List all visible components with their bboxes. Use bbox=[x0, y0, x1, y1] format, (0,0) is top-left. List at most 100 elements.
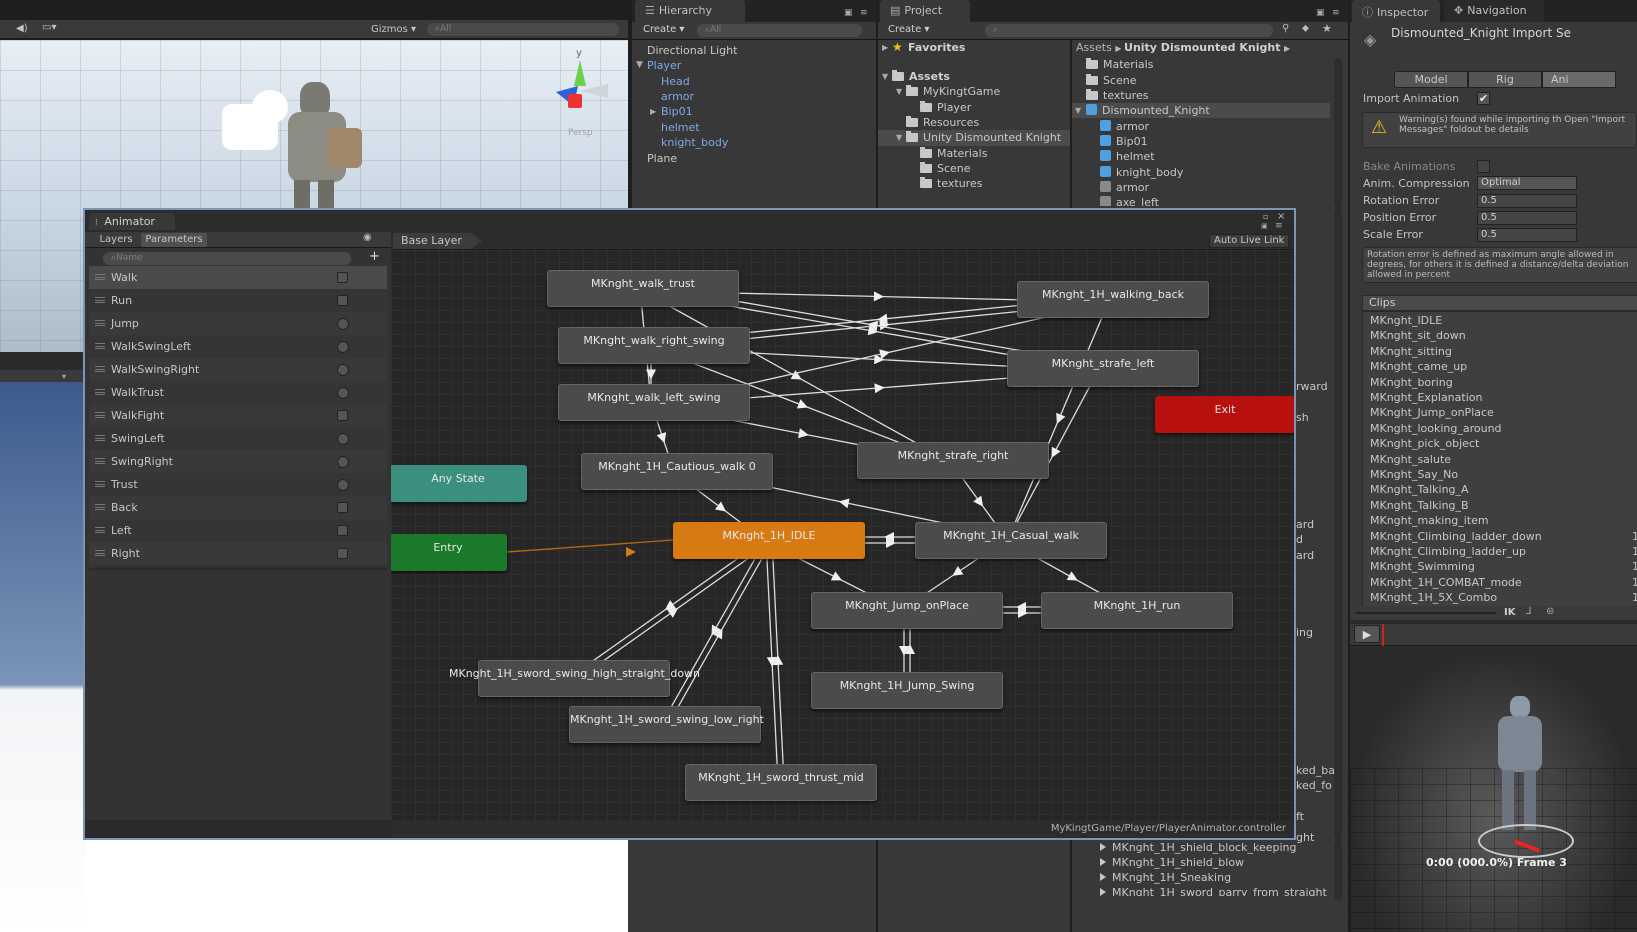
bool-toggle[interactable] bbox=[337, 341, 349, 353]
add-parameter-button[interactable]: + bbox=[369, 249, 380, 264]
file-axe-left[interactable]: axe_left bbox=[1100, 196, 1159, 206]
state-node-casual-walk[interactable]: MKnght_1H_Casual_walk bbox=[915, 522, 1107, 559]
animator-lock-icon[interactable]: ▣ bbox=[1261, 222, 1268, 230]
state-node-walk-trust[interactable]: MKnght_walk_trust bbox=[547, 270, 739, 307]
file-helmet[interactable]: helmet bbox=[1100, 150, 1155, 163]
auto-live-link-button[interactable]: Auto Live Link bbox=[1209, 234, 1290, 248]
clip-row[interactable]: MKnght_pick_object bbox=[1370, 437, 1479, 450]
trigger-toggle[interactable] bbox=[337, 525, 348, 536]
hierarchy-item-head[interactable]: Head bbox=[661, 75, 690, 88]
state-node-run[interactable]: MKnght_1H_run bbox=[1041, 592, 1233, 629]
bool-toggle[interactable] bbox=[337, 456, 349, 468]
timeline-scrub[interactable] bbox=[1356, 612, 1496, 614]
clip-row[interactable]: MKnght_sitting bbox=[1370, 345, 1452, 358]
assets-root[interactable]: Assets bbox=[892, 70, 950, 83]
parameter-row[interactable]: SwingRight bbox=[89, 450, 387, 473]
clip-row[interactable]: MKnght_looking_around bbox=[1370, 422, 1502, 435]
favorites-arrow-icon[interactable]: ▶ bbox=[882, 43, 889, 52]
parameter-search-input[interactable]: ⌕Name bbox=[103, 252, 351, 265]
default-transition-line[interactable] bbox=[506, 539, 674, 553]
clip-row[interactable]: MKnght_salute bbox=[1370, 453, 1451, 466]
clip-row[interactable]: MKnght_Explanation bbox=[1370, 391, 1482, 404]
drag-handle-icon[interactable] bbox=[95, 366, 105, 372]
clip-item[interactable]: MKnght_1H_shield_blow bbox=[1100, 856, 1244, 869]
tab-animations[interactable]: Ani bbox=[1542, 71, 1616, 88]
audio-toggle-icon[interactable]: ◀) bbox=[16, 23, 28, 34]
trigger-toggle[interactable] bbox=[337, 502, 348, 513]
parameter-row[interactable]: WalkFight bbox=[89, 404, 387, 427]
project-scrollbar-bottom[interactable] bbox=[1334, 840, 1342, 900]
bool-toggle[interactable] bbox=[337, 318, 349, 330]
clip-row[interactable]: MKnght_making_item bbox=[1370, 514, 1489, 527]
tab-parameters[interactable]: Parameters bbox=[141, 233, 207, 247]
preview-viewport[interactable]: 0:00 (000.0%) Frame 3 bbox=[1350, 648, 1637, 932]
expand-arrow-icon[interactable]: ▼ bbox=[636, 60, 643, 70]
file-textures[interactable]: textures bbox=[1086, 89, 1148, 102]
state-node-walk-left-swing[interactable]: MKnght_walk_left_swing bbox=[558, 384, 750, 421]
trigger-toggle[interactable] bbox=[337, 410, 348, 421]
tab-hierarchy[interactable]: ☰Hierarchy bbox=[635, 0, 745, 22]
close-icon[interactable]: × bbox=[1277, 211, 1286, 222]
parameter-row[interactable]: WalkSwingLeft bbox=[89, 335, 387, 358]
project-create-button[interactable]: Create ▾ bbox=[888, 24, 930, 35]
tree-item-mykingtgame[interactable]: MyKingtGame bbox=[906, 85, 1000, 98]
hierarchy-item-helmet[interactable]: helmet bbox=[661, 121, 700, 134]
drag-handle-icon[interactable] bbox=[95, 504, 105, 510]
favorites-label[interactable]: Favorites bbox=[908, 41, 966, 54]
state-node-sword-low[interactable]: MKnght_1H_sword_swing_low_right bbox=[569, 706, 764, 743]
state-node-cautious-walk[interactable]: MKnght_1H_Cautious_walk 0 bbox=[581, 453, 773, 490]
file-armor[interactable]: armor bbox=[1100, 120, 1149, 133]
scene-search-input[interactable]: ⌕All bbox=[427, 23, 619, 36]
tree-item-materials[interactable]: Materials bbox=[920, 147, 987, 160]
clip-row[interactable]: MKnght_boring bbox=[1370, 376, 1453, 389]
tree-arrow-icon[interactable]: ▼ bbox=[896, 87, 903, 96]
camera-gizmo-icon[interactable] bbox=[222, 90, 294, 152]
clip-row[interactable]: MKnght_IDLE bbox=[1370, 314, 1442, 327]
clip-item[interactable]: MKnght_1H_Sneaking bbox=[1100, 871, 1231, 884]
bake-animations-checkbox[interactable] bbox=[1477, 160, 1490, 173]
drag-handle-icon[interactable] bbox=[95, 527, 105, 533]
parameter-row[interactable]: Trust bbox=[89, 473, 387, 496]
bool-toggle[interactable] bbox=[337, 479, 349, 491]
state-node-walking-back[interactable]: MKnght_1H_walking_back bbox=[1017, 281, 1209, 318]
hierarchy-item-directional-light[interactable]: Directional Light bbox=[647, 44, 738, 57]
drag-handle-icon[interactable] bbox=[95, 320, 105, 326]
tree-item-textures[interactable]: textures bbox=[920, 177, 982, 190]
hierarchy-search-input[interactable]: ⌕All bbox=[697, 24, 862, 37]
file-materials[interactable]: Materials bbox=[1086, 58, 1153, 71]
clip-row[interactable]: MKnght_Climbing_ladder_down bbox=[1370, 530, 1542, 543]
breadcrumb-assets[interactable]: Assets bbox=[1076, 41, 1112, 54]
state-node-jump-onplace[interactable]: MKnght_Jump_onPlace bbox=[811, 592, 1003, 629]
drag-handle-icon[interactable] bbox=[95, 343, 105, 349]
project-menu-icon[interactable]: ≡ bbox=[1332, 8, 1340, 18]
clip-row[interactable]: MKnght_sit_down bbox=[1370, 329, 1466, 342]
hierarchy-item-knight-body[interactable]: knight_body bbox=[661, 136, 729, 149]
clip-row[interactable]: MKnght_Swimming bbox=[1370, 560, 1475, 573]
project-lock-icon[interactable]: ▣ bbox=[1316, 8, 1325, 18]
state-node-jump-swing[interactable]: MKnght_1H_Jump_Swing bbox=[811, 672, 1003, 709]
file-knight-body[interactable]: knight_body bbox=[1100, 166, 1183, 179]
lock-icon[interactable]: ▣ bbox=[844, 8, 853, 18]
file-scene[interactable]: Scene bbox=[1086, 74, 1137, 87]
clip-row[interactable]: MKnght_Climbing_ladder_up bbox=[1370, 545, 1526, 558]
pivot-toggle-icon[interactable]: ⅃ bbox=[1526, 606, 1532, 617]
game-view-dropdown-icon[interactable]: ▾ bbox=[62, 372, 67, 381]
maximize-icon[interactable]: ▫ bbox=[1263, 212, 1269, 221]
hierarchy-item-armor[interactable]: armor bbox=[661, 90, 695, 103]
hierarchy-create-button[interactable]: Create ▾ bbox=[643, 24, 685, 35]
collapse-arrow-icon[interactable]: ▶ bbox=[650, 107, 657, 116]
state-node-sword-thrust[interactable]: MKnght_1H_sword_thrust_mid bbox=[685, 764, 877, 801]
parameter-row[interactable]: Walk bbox=[89, 266, 387, 289]
clip-row[interactable]: MKnght_Jump_onPlace bbox=[1370, 406, 1494, 419]
clip-row[interactable]: MKnght_Talking_A bbox=[1370, 483, 1469, 496]
drag-handle-icon[interactable] bbox=[95, 389, 105, 395]
state-node-walk-right-swing[interactable]: MKnght_walk_right_swing bbox=[558, 327, 750, 364]
game-view[interactable] bbox=[0, 382, 85, 932]
file-arrow-icon[interactable]: ▼ bbox=[1075, 106, 1082, 115]
project-scrollbar-lower[interactable] bbox=[1334, 208, 1342, 840]
state-node-any-state[interactable]: Any State bbox=[391, 465, 527, 502]
assets-arrow-icon[interactable]: ▼ bbox=[882, 72, 889, 81]
drag-handle-icon[interactable] bbox=[95, 412, 105, 418]
filter-type-icon[interactable]: ⚲ bbox=[1282, 23, 1290, 34]
scale-error-field[interactable]: 0.5 bbox=[1477, 228, 1577, 242]
